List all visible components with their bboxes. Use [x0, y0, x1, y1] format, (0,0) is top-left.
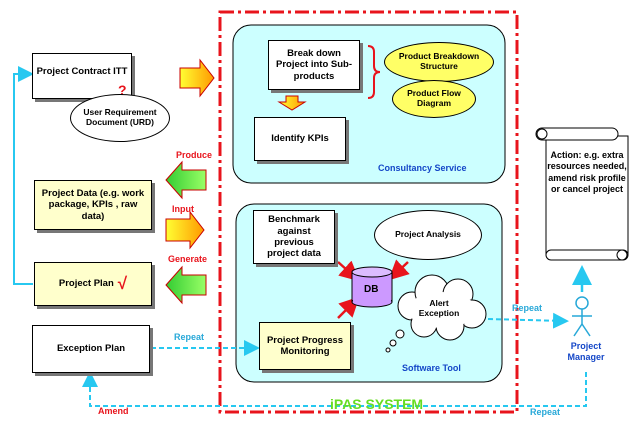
system-title: iPAS SYSTEM: [330, 396, 424, 412]
identify-kpis-box: Identify KPIs: [254, 117, 346, 161]
arrow-breakdown-down: [277, 95, 307, 111]
product-flow-oval: Product Flow Diagram: [392, 80, 476, 118]
arrow-generate: [165, 265, 207, 305]
db-label: DB: [364, 284, 379, 295]
check-mark: √: [117, 273, 128, 293]
input-label: Input: [172, 204, 194, 214]
urd-label: User Requirement Document (URD): [83, 107, 157, 127]
amend-label: Amend: [98, 406, 129, 416]
breakdown-box: Break down Project into Sub- products: [268, 40, 360, 90]
arrow-contract-to-system: [179, 58, 215, 98]
action-scroll: [535, 127, 629, 261]
product-breakdown-oval: Product Breakdown Structure: [384, 42, 494, 82]
product-flow-label: Product Flow Diagram: [407, 88, 461, 108]
brace: [367, 45, 381, 99]
question-mark: ?: [118, 82, 127, 98]
project-plan-label: Project Plan: [58, 278, 114, 290]
project-data-box: Project Data (e.g. work package, KPIs , …: [34, 180, 152, 230]
alert-exception-label: Alert Exception: [418, 298, 460, 319]
repeat-label-right: Repeat: [512, 303, 543, 313]
manager-to-exception-dashed: [82, 371, 587, 407]
project-manager-label: Project Manager: [567, 341, 605, 362]
alert-cloud: [385, 274, 487, 353]
repeat-label-left: Repeat: [174, 332, 205, 342]
project-contract-label: Project Contract ITT: [36, 66, 128, 78]
cloud-to-manager-dashed: [487, 312, 569, 329]
product-breakdown-label: Product Breakdown Structure: [398, 51, 480, 71]
consultancy-service-label: Consultancy Service: [378, 163, 467, 173]
exception-plan-label: Exception Plan: [56, 343, 126, 355]
progress-monitoring-box: Project Progress Monitoring: [259, 322, 351, 370]
arrow-produce: [165, 160, 207, 200]
benchmark-label: Benchmark against previous project data: [267, 214, 321, 260]
repeat-label-bottom: Repeat: [530, 407, 561, 417]
plan-to-contract-connector: [13, 66, 34, 285]
project-analysis-label: Project Analysis: [395, 229, 461, 240]
db-cylinder: [351, 266, 393, 308]
exception-plan-box: Exception Plan: [32, 325, 150, 373]
software-tool-label: Software Tool: [402, 363, 461, 373]
generate-label: Generate: [168, 254, 208, 264]
project-analysis-oval: Project Analysis: [374, 210, 482, 260]
produce-label: Produce: [176, 150, 213, 160]
project-manager-figure: [572, 296, 592, 337]
urd-oval: User Requirement Document (URD): [70, 94, 170, 142]
progress-monitoring-label: Project Progress Monitoring: [266, 334, 344, 357]
project-plan-box: Project Plan √: [34, 262, 152, 306]
breakdown-label: Break down Project into Sub- products: [276, 47, 352, 82]
identify-kpis-label: Identify KPIs: [271, 133, 329, 145]
action-text: Action: e.g. extra resources needed, ame…: [547, 150, 627, 194]
project-data-label: Project Data (e.g. work package, KPIs , …: [41, 187, 145, 222]
arrow-analysis-db: [388, 259, 410, 281]
benchmark-box: Benchmark against previous project data: [253, 210, 335, 264]
arrow-data-input: [165, 210, 205, 250]
project-contract-box: Project Contract ITT: [32, 53, 132, 99]
ipas-system-border: [218, 10, 519, 414]
